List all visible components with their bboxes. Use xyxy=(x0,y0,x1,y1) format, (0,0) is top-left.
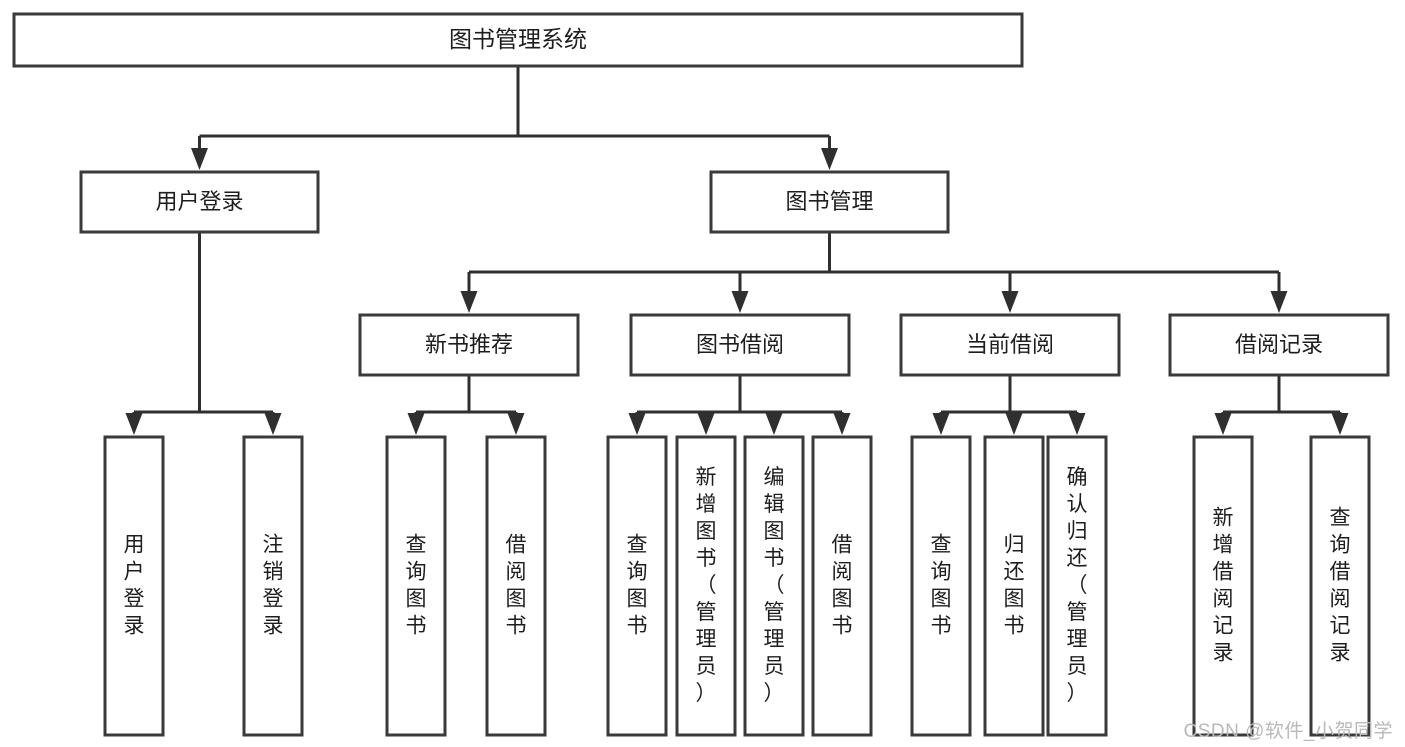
node-box[interactable] xyxy=(242,435,304,737)
connector-group-new-book-recommend xyxy=(407,375,525,435)
node-box[interactable] xyxy=(606,435,668,737)
node-leaf-edit-book[interactable]: 编辑图书（管理员） xyxy=(743,435,805,737)
node-label: 图书管理 xyxy=(785,189,873,214)
node-box[interactable] xyxy=(485,435,547,737)
node-label: 确认归还（管理员） xyxy=(1067,466,1088,705)
node-leaf-borrow-book-rec[interactable]: 借阅图书 xyxy=(485,435,547,737)
node-book-borrow[interactable]: 图书借阅 xyxy=(629,313,851,377)
arrow-head-icon xyxy=(407,413,425,435)
node-label: 查询图书 xyxy=(406,534,427,638)
node-root[interactable]: 图书管理系统 xyxy=(12,12,1024,68)
node-box[interactable] xyxy=(743,435,805,737)
arrow-head-icon xyxy=(507,413,525,435)
node-user-login[interactable]: 用户登录 xyxy=(79,170,320,234)
node-label: 归还图书 xyxy=(1004,534,1025,638)
arrow-head-icon xyxy=(1005,413,1023,435)
node-label: 新书推荐 xyxy=(425,332,513,357)
node-box[interactable] xyxy=(899,313,1121,377)
node-box[interactable] xyxy=(675,435,737,737)
node-leaf-borrow-book[interactable]: 借阅图书 xyxy=(811,435,873,737)
node-label: 当前借阅 xyxy=(966,332,1054,357)
node-leaf-add-borrow-record[interactable]: 新增借阅记录 xyxy=(1192,435,1254,737)
node-label: 图书借阅 xyxy=(696,332,784,357)
node-label: 新增图书（管理员） xyxy=(696,466,717,705)
arrow-head-icon xyxy=(765,413,783,435)
node-leaf-query-book-current[interactable]: 查询图书 xyxy=(910,435,972,737)
node-box[interactable] xyxy=(983,435,1045,737)
arrow-head-icon xyxy=(264,413,282,435)
node-box[interactable] xyxy=(709,170,950,234)
node-box[interactable] xyxy=(1046,435,1108,737)
node-box[interactable] xyxy=(385,435,447,737)
node-box[interactable] xyxy=(629,313,851,377)
node-box[interactable] xyxy=(1192,435,1254,737)
node-leaf-confirm-return[interactable]: 确认归还（管理员） xyxy=(1046,435,1108,737)
node-box[interactable] xyxy=(1168,313,1390,377)
arrow-head-icon xyxy=(1214,413,1232,435)
arrow-head-icon xyxy=(821,148,838,170)
node-book-management[interactable]: 图书管理 xyxy=(709,170,950,234)
arrow-head-icon xyxy=(932,413,950,435)
connector-group-user-login xyxy=(125,232,282,435)
arrow-head-icon xyxy=(833,413,851,435)
node-box[interactable] xyxy=(910,435,972,737)
arrow-head-icon xyxy=(731,291,749,313)
connector-group-book-borrow xyxy=(628,375,851,435)
arrow-head-icon xyxy=(1068,413,1086,435)
node-box[interactable] xyxy=(79,170,320,234)
node-label: 查询图书 xyxy=(931,534,952,638)
connectors-layer xyxy=(125,66,1349,435)
node-label: 新增借阅记录 xyxy=(1213,507,1234,665)
node-current-borrow[interactable]: 当前借阅 xyxy=(899,313,1121,377)
node-borrow-record[interactable]: 借阅记录 xyxy=(1168,313,1390,377)
node-box[interactable] xyxy=(103,435,165,737)
node-box[interactable] xyxy=(358,313,580,377)
node-label: 用户登录 xyxy=(124,534,145,638)
connector-group-book-management xyxy=(460,232,1288,313)
connector-group-root xyxy=(191,66,838,170)
node-label: 注销登录 xyxy=(263,534,284,638)
connector-group-borrow-record xyxy=(1214,375,1349,435)
node-label: 借阅记录 xyxy=(1235,332,1323,357)
node-box[interactable] xyxy=(1309,435,1371,737)
nodes-layer: 图书管理系统用户登录图书管理新书推荐图书借阅当前借阅借阅记录用户登录注销登录查询… xyxy=(12,12,1390,737)
node-leaf-logout[interactable]: 注销登录 xyxy=(242,435,304,737)
node-label: 编辑图书（管理员） xyxy=(764,466,785,705)
arrow-head-icon xyxy=(125,413,143,435)
node-leaf-return-book[interactable]: 归还图书 xyxy=(983,435,1045,737)
arrow-head-icon xyxy=(1001,291,1019,313)
node-leaf-query-book-rec[interactable]: 查询图书 xyxy=(385,435,447,737)
node-box[interactable] xyxy=(811,435,873,737)
arrow-head-icon xyxy=(191,148,208,170)
arrow-head-icon xyxy=(697,413,715,435)
arrow-head-icon xyxy=(460,291,478,313)
node-label: 图书管理系统 xyxy=(449,26,587,52)
node-leaf-add-book[interactable]: 新增图书（管理员） xyxy=(675,435,737,737)
node-label: 借阅图书 xyxy=(832,534,853,638)
node-box[interactable] xyxy=(12,12,1024,68)
node-leaf-query-borrow-record[interactable]: 查询借阅记录 xyxy=(1309,435,1371,737)
arrow-head-icon xyxy=(1270,291,1288,313)
connector-group-current-borrow xyxy=(932,375,1086,435)
node-label: 用户登录 xyxy=(155,189,243,214)
node-leaf-query-book-borrow[interactable]: 查询图书 xyxy=(606,435,668,737)
node-leaf-user-login[interactable]: 用户登录 xyxy=(103,435,165,737)
node-label: 查询借阅记录 xyxy=(1330,507,1351,665)
arrow-head-icon xyxy=(628,413,646,435)
arrow-head-icon xyxy=(1331,413,1349,435)
node-new-book-recommend[interactable]: 新书推荐 xyxy=(358,313,580,377)
node-label: 借阅图书 xyxy=(506,534,527,638)
node-label: 查询图书 xyxy=(627,534,648,638)
